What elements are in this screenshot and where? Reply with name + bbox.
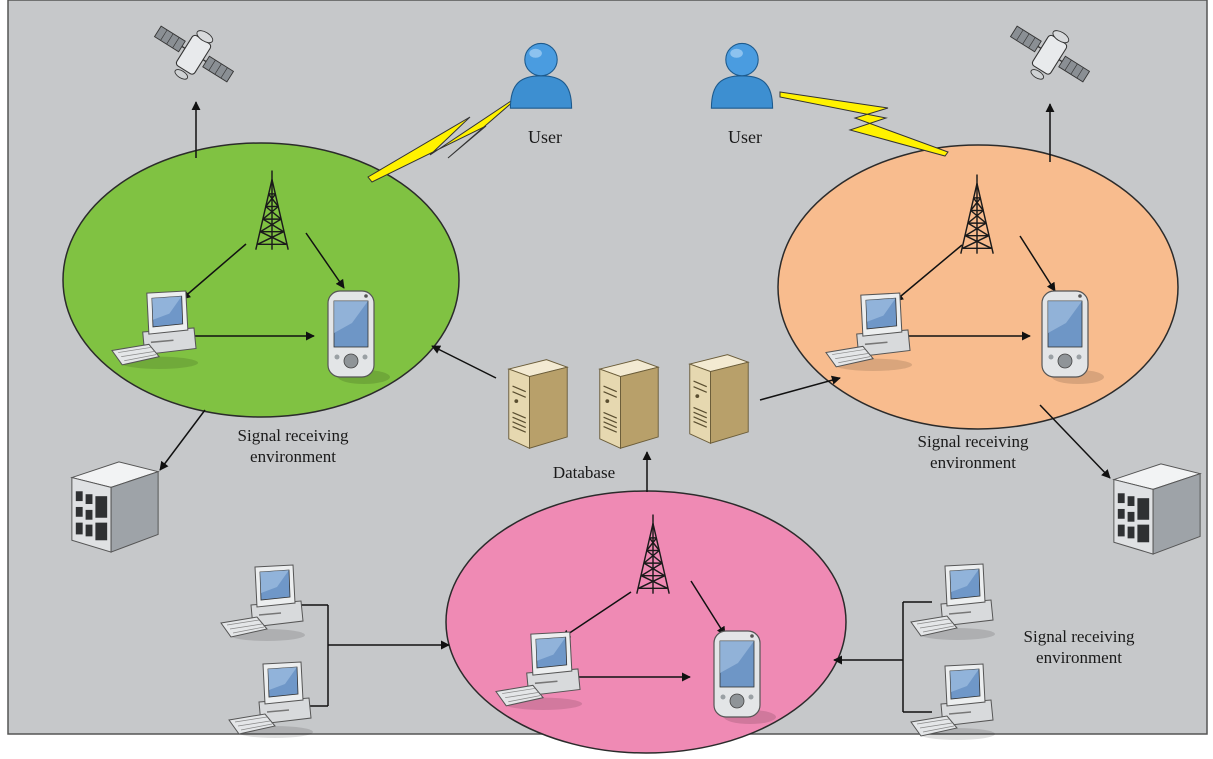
label-line: Signal receiving	[237, 426, 349, 445]
signal-env-label-left: Signal receiving environment	[218, 425, 368, 467]
storage-cabinet-icon	[71, 461, 159, 553]
arrow-tower-to-pc	[561, 591, 632, 639]
arrow-tower-to-pda	[305, 232, 345, 289]
user-label: User	[728, 127, 762, 147]
label-line: environment	[250, 447, 336, 466]
label-line: environment	[930, 453, 1016, 472]
database-server-icon	[689, 354, 749, 444]
bracket-right-external-pcs	[902, 601, 932, 713]
arrow-database-to-left-zone	[431, 345, 497, 379]
arrow-to-storage-left	[159, 409, 206, 471]
user-label: User	[528, 127, 562, 147]
label-line: environment	[1036, 648, 1122, 667]
arrow-tower-to-pda	[1019, 235, 1056, 292]
signal-zone-left	[62, 142, 460, 418]
arrow-tower-to-pda	[690, 580, 726, 636]
database-server-icon	[508, 359, 568, 449]
arrow-tower-to-pc	[894, 244, 963, 302]
label-line: Signal receiving	[1023, 627, 1135, 646]
arrow-tower-to-pc	[181, 243, 247, 300]
signal-zone-bottom	[445, 490, 847, 754]
arrow-to-storage-right	[1039, 404, 1111, 479]
arrow-database-to-right-zone	[759, 375, 841, 401]
database-label: Database	[552, 463, 616, 482]
storage-cabinet-icon	[1113, 463, 1201, 555]
label-line: Signal receiving	[917, 432, 1029, 451]
signal-env-label-bottom: Signal receiving environment	[1004, 626, 1154, 668]
lightning-icon	[779, 91, 949, 157]
signal-env-label-right: Signal receiving environment	[898, 431, 1048, 473]
database-server-icon	[599, 359, 659, 449]
